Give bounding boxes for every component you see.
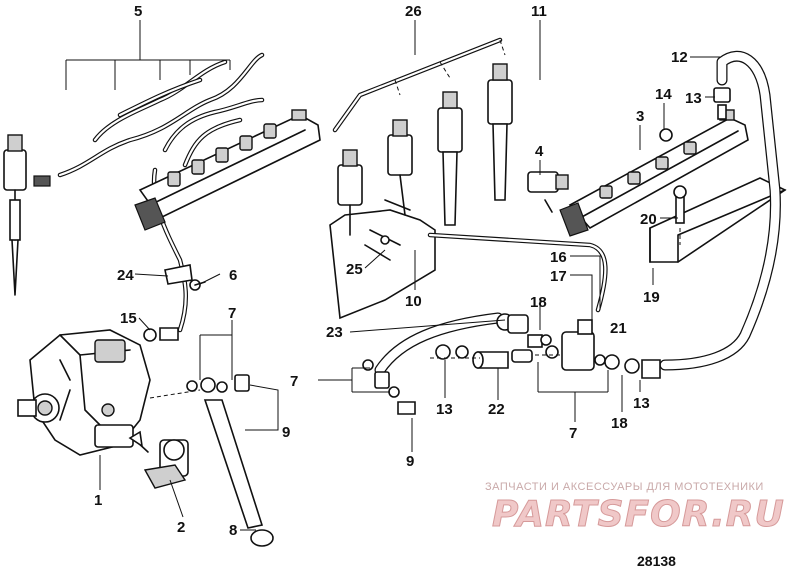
callout-5: 5 [134,3,142,20]
callout-1: 1 [94,492,102,509]
watermark-logo: PARTSFOR.RU [492,494,785,536]
callout-labels: 5 26 11 12 14 13 3 4 20 19 25 10 16 17 1… [94,3,702,539]
high-pressure-pump [17,329,151,456]
left-fuel-rail [134,109,321,231]
rail-bracket [649,177,787,263]
callout-23: 23 [326,324,343,341]
callout-14: 14 [655,86,672,103]
callout-6: 6 [229,267,237,284]
callout-7: 7 [290,373,298,390]
callout-15: 15 [120,310,137,327]
callout-13: 13 [685,90,702,107]
callout-10: 10 [405,293,422,310]
drawing-number: 28138 [637,553,676,569]
watermark-tagline: ЗАПЧАСТИ И АКСЕССУАРЫ ДЛЯ МОТОТЕХНИКИ [485,481,764,493]
left-injector [3,134,51,296]
center-fuel-line [332,37,506,133]
callout-13: 13 [633,395,650,412]
return-hose-right [659,50,781,371]
leader-lines [65,20,720,531]
callout-11: 11 [531,3,547,20]
callout-9: 9 [282,424,290,441]
callout-3: 3 [636,108,644,125]
callout-16: 16 [550,249,567,266]
callout-18: 18 [611,415,628,432]
callout-8: 8 [229,522,237,539]
right-fuel-rail [559,109,749,237]
pressure-sensor [527,171,569,213]
callout-26: 26 [405,3,422,20]
center-injectors [337,63,513,236]
return-line-assembly [149,374,274,547]
callout-7: 7 [228,305,236,322]
callout-17: 17 [550,268,567,285]
callout-12: 12 [671,49,688,66]
callout-9: 9 [406,453,414,470]
callout-22: 22 [488,401,505,418]
callout-2: 2 [177,519,185,536]
callout-4: 4 [535,143,544,160]
metering-valve [128,430,189,489]
callout-24: 24 [117,267,134,284]
callout-18: 18 [530,294,547,311]
callout-20: 20 [640,211,657,228]
return-hose-center [374,232,608,376]
callout-19: 19 [643,289,660,306]
callout-25: 25 [346,261,363,278]
injector-bracket [329,199,436,320]
callout-21: 21 [610,320,627,337]
return-fittings [362,313,661,415]
pipe-clamp [143,264,206,342]
callout-13: 13 [436,401,453,418]
callout-7: 7 [569,425,577,442]
